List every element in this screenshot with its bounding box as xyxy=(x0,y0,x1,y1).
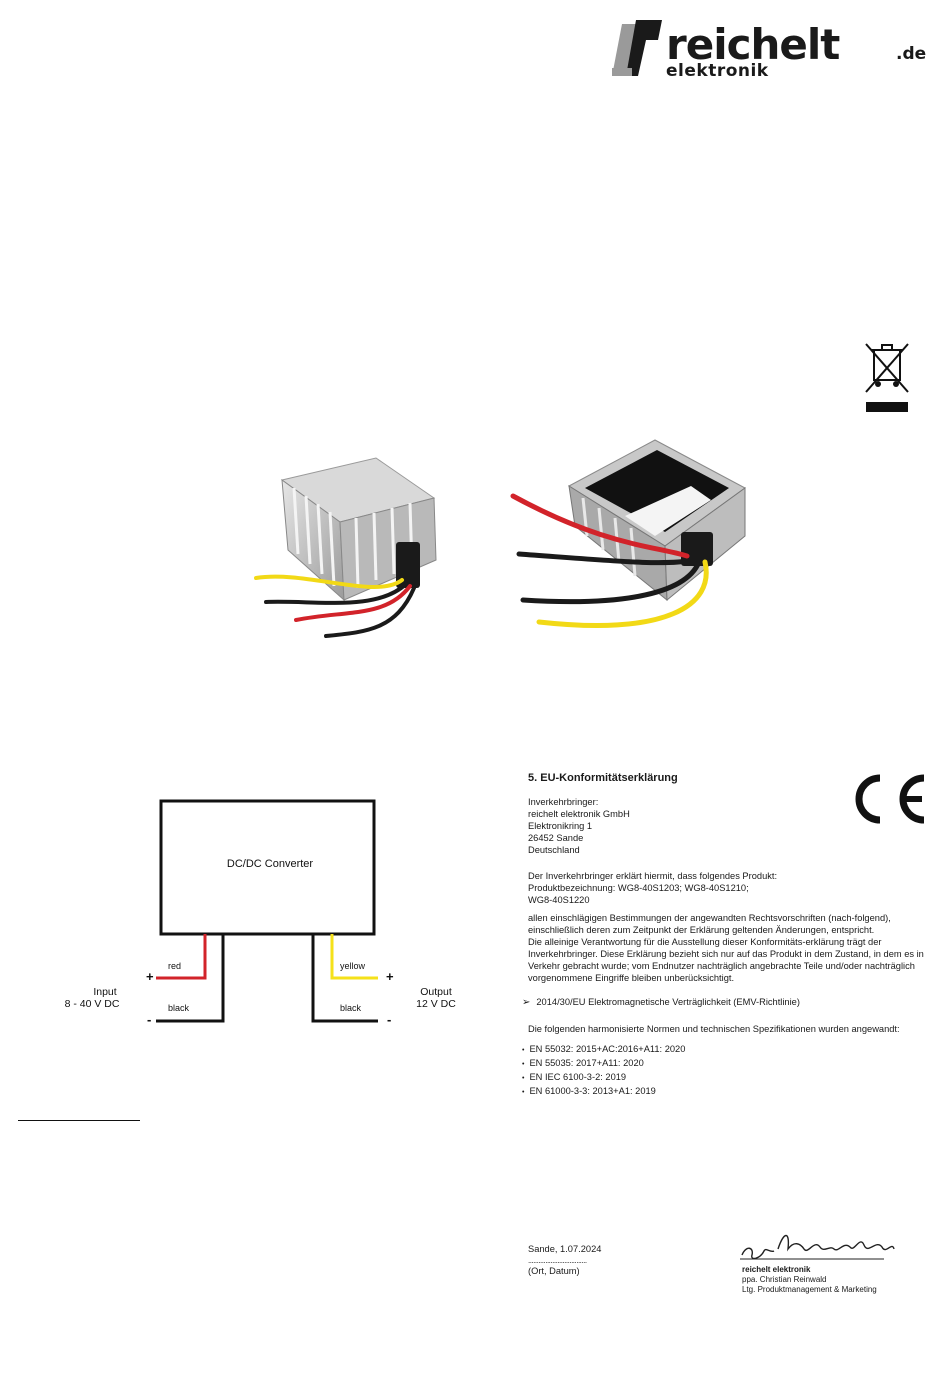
product-block: Der Inverkehrbringer erklärt hiermit, da… xyxy=(528,870,938,906)
ce-mark-icon xyxy=(855,774,925,824)
product-photo-side xyxy=(254,457,437,638)
signer-name: ppa. Christian Reinwald xyxy=(742,1275,827,1284)
handwritten-signature xyxy=(740,1234,895,1260)
importer-line: Inverkehrbringer: xyxy=(528,797,599,807)
body-line: Die alleinige Verantwortung für die Auss… xyxy=(528,937,882,947)
body-line: Verkehr gebracht wurde; vom Endnutzer na… xyxy=(528,961,915,971)
wire-yellow-label: yellow xyxy=(340,961,366,971)
wire-yellow xyxy=(330,934,378,980)
body-line: allen einschlägigen Bestimmungen der ang… xyxy=(528,913,891,923)
product-line: WG8-40S1220 xyxy=(528,895,590,905)
input-range: 8 - 40 V DC xyxy=(65,998,120,1010)
place-date-caption: (Ort, Datum) xyxy=(528,1266,580,1276)
directive-item: ➢ 2014/30/EU Elektromagnetische Verträgli… xyxy=(522,996,938,1009)
importer-line: Deutschland xyxy=(528,845,580,855)
eu-declaration: 5. EU-Konformitätserklärung Inverkehrbri… xyxy=(522,772,938,1099)
arrow-bullet-icon: ➢ xyxy=(522,997,531,1008)
signer-company: reichelt elektronik xyxy=(742,1265,811,1274)
reichelt-logo: reichelt .de elektronik xyxy=(608,18,940,82)
converter-label: DC/DC Converter xyxy=(227,858,314,870)
place-date: Sande, 1.07.2024 xyxy=(528,1244,602,1254)
product-photo-label xyxy=(510,439,746,628)
product-line: Der Inverkehrbringer erklärt hiermit, da… xyxy=(528,871,778,881)
importer-line: Elektronikring 1 xyxy=(528,821,593,831)
logo-tld: .de xyxy=(896,44,927,64)
output-minus: - xyxy=(387,1012,391,1027)
standards-list: EN 55032: 2015+AC:2016+A11: 2020 EN 5503… xyxy=(522,1043,938,1099)
body-line: Inverkehrbringer. Diese Erklärung bezieh… xyxy=(528,949,924,959)
standard-item: EN 55032: 2015+AC:2016+A11: 2020 xyxy=(522,1043,938,1057)
place-date-dots: .................................. xyxy=(528,1256,587,1265)
importer-line: 26452 Sande xyxy=(528,833,584,843)
wire-red xyxy=(156,934,207,980)
declaration-body: allen einschlägigen Bestimmungen der ang… xyxy=(528,912,938,984)
signer-block: reichelt elektronik ppa. Christian Reinw… xyxy=(742,1265,877,1295)
logo-subline: elektronik xyxy=(666,61,769,81)
crossed-out-wheelie-bin-icon xyxy=(865,343,909,412)
standard-item: EN IEC 6100-3-2: 2019 xyxy=(522,1071,938,1085)
input-label: Input xyxy=(93,986,116,998)
body-line: vorgenommene Eingriffe bleiben unberücks… xyxy=(528,973,735,983)
declaration-heading: 5. EU-Konformitätserklärung xyxy=(528,772,678,784)
wiring-diagram: DC/DC Converter red black yellow black +… xyxy=(65,799,456,1027)
output-plus: + xyxy=(386,969,394,984)
directive-text: 2014/30/EU Elektromagnetische Verträglic… xyxy=(536,997,800,1007)
body-line: einschließlich deren zum Zeitpunkt der E… xyxy=(528,925,875,935)
wire-black-in xyxy=(156,934,225,1023)
signer-role: Ltg. Produktmanagement & Marketing xyxy=(742,1285,877,1294)
importer-block: Inverkehrbringer: reichelt elektronik Gm… xyxy=(528,796,938,856)
product-line: Produktbezeichnung: WG8-40S1203; WG8-40S… xyxy=(528,883,749,893)
wire-red-label: red xyxy=(168,961,181,971)
footnote-rule xyxy=(18,1120,140,1121)
input-minus: - xyxy=(147,1012,151,1027)
input-plus: + xyxy=(146,969,154,984)
standard-item: EN 61000-3-3: 2013+A1: 2019 xyxy=(522,1085,938,1099)
logo-wordmark: reichelt xyxy=(666,20,840,69)
wire-black-out-label: black xyxy=(340,1003,362,1013)
place-date-block: Sande, 1.07.2024 .......................… xyxy=(528,1243,601,1278)
converter-box xyxy=(159,799,376,936)
standards-intro: Die folgenden harmonisierte Normen und t… xyxy=(528,1024,900,1034)
output-label: Output xyxy=(420,986,452,998)
wire-black-out xyxy=(311,934,378,1023)
logo-mark-icon xyxy=(612,20,662,76)
importer-line: reichelt elektronik GmbH xyxy=(528,809,630,819)
wire-black-in-label: black xyxy=(168,1003,190,1013)
standard-item: EN 55035: 2017+A11: 2020 xyxy=(522,1057,938,1071)
output-value: 12 V DC xyxy=(416,998,456,1010)
